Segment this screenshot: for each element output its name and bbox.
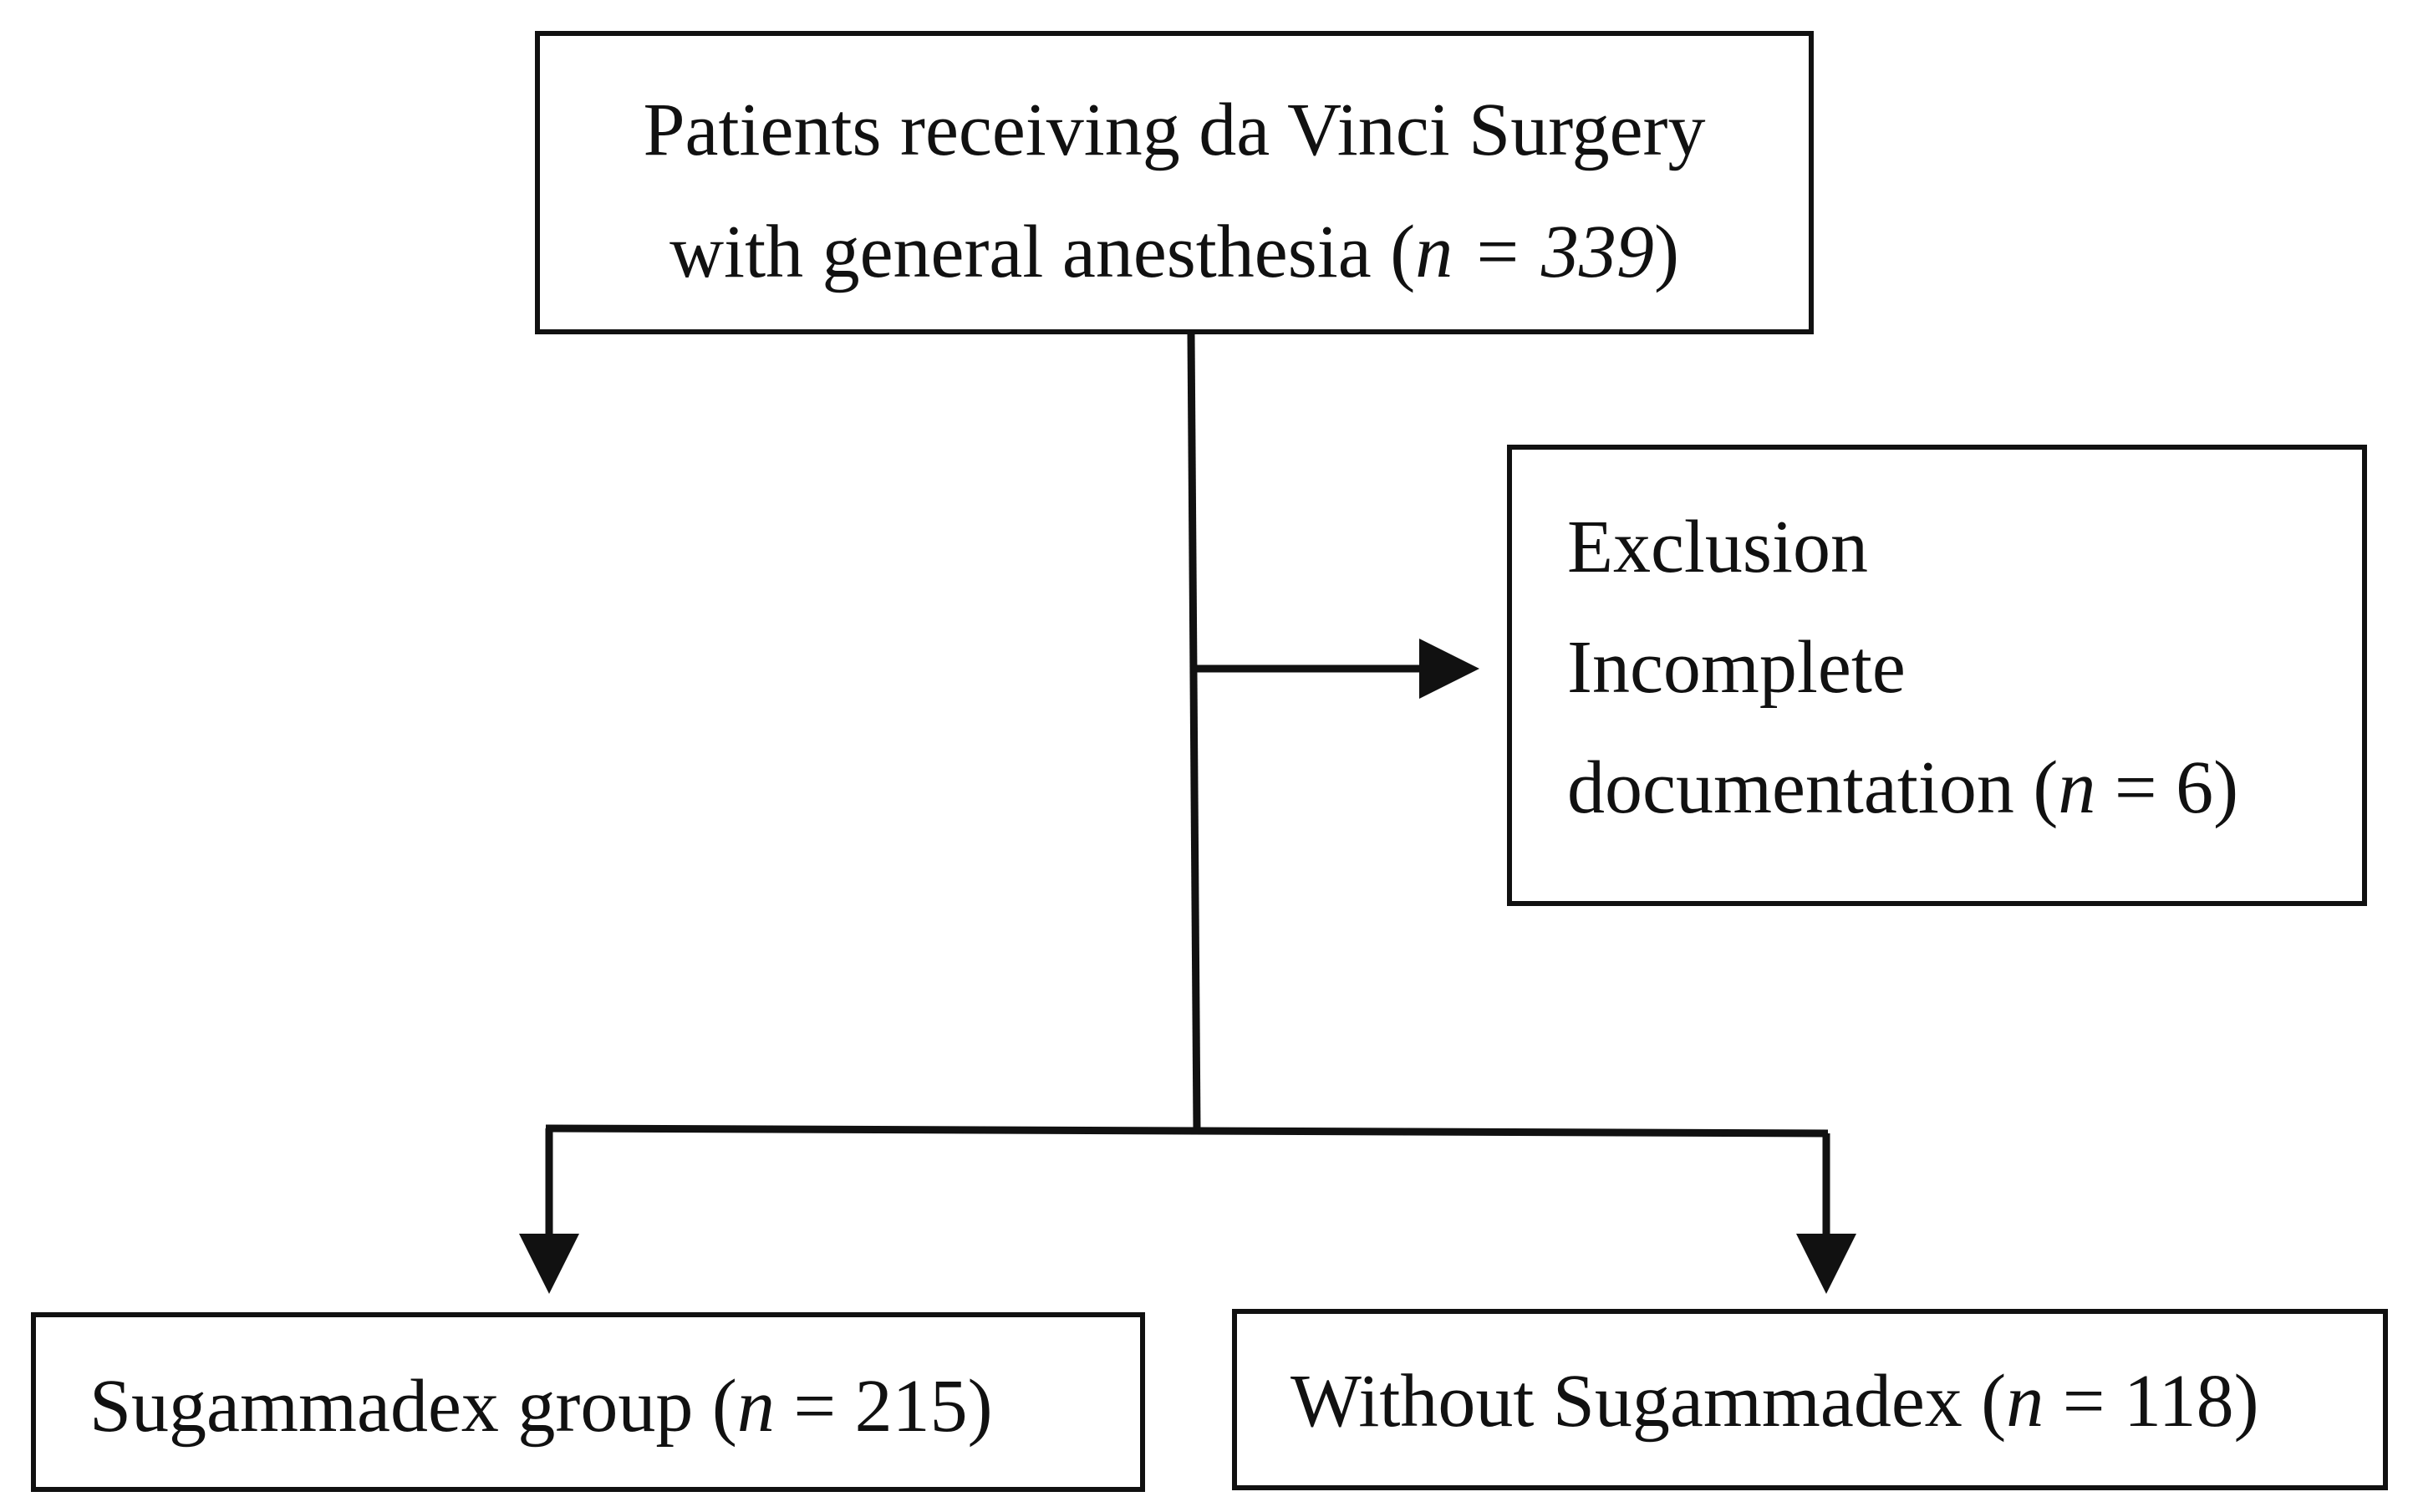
node-all-patients-line2: with general anesthesia (n = 339): [540, 215, 1809, 290]
node-without-sugammadex-value: = 118: [2044, 1360, 2234, 1443]
node-without-sugammadex-n: n: [2006, 1360, 2044, 1443]
node-sugammadex-group-value: = 215: [774, 1365, 968, 1448]
node-exclusion-heading: Exclusion: [1567, 506, 1868, 588]
split-line: [545, 1124, 1829, 1138]
node-all-patients-value: = 339: [1453, 211, 1654, 293]
trunk-line: [1187, 333, 1201, 1131]
node-exclusion-value: = 6: [2095, 746, 2214, 829]
node-exclusion: Exclusion Incomplete documentation (n = …: [1507, 445, 2367, 906]
node-without-sugammadex-prefix: Without Sugammadex (: [1290, 1360, 2007, 1443]
node-sugammadex-group-suffix: ): [967, 1365, 993, 1448]
node-without-sugammadex: Without Sugammadex (n = 118): [1232, 1309, 2388, 1490]
node-all-patients-suffix: ): [1653, 211, 1679, 293]
node-without-sugammadex-label: Without Sugammadex (n = 118): [1290, 1364, 2259, 1439]
node-without-sugammadex-suffix: ): [2233, 1360, 2259, 1443]
node-sugammadex-group-label: Sugammadex group (n = 215): [89, 1369, 993, 1444]
node-all-patients-line1: Patients receiving da Vinci Surgery: [643, 89, 1706, 171]
node-exclusion-prefix: documentation (: [1567, 746, 2059, 829]
node-sugammadex-group: Sugammadex group (n = 215): [31, 1312, 1145, 1492]
node-sugammadex-group-n: n: [736, 1365, 775, 1448]
node-sugammadex-group-prefix: Sugammadex group (: [89, 1365, 737, 1448]
node-exclusion-suffix: ): [2213, 746, 2239, 829]
node-all-patients: Patients receiving da Vinci Surgery with…: [535, 31, 1814, 334]
node-exclusion-line1: Incomplete: [1567, 626, 1906, 709]
node-exclusion-n: n: [2058, 746, 2096, 829]
node-all-patients-prefix: with general anesthesia (: [669, 211, 1416, 293]
node-all-patients-n: n: [1415, 211, 1453, 293]
node-exclusion-line2: documentation (n = 6): [1567, 751, 2238, 826]
